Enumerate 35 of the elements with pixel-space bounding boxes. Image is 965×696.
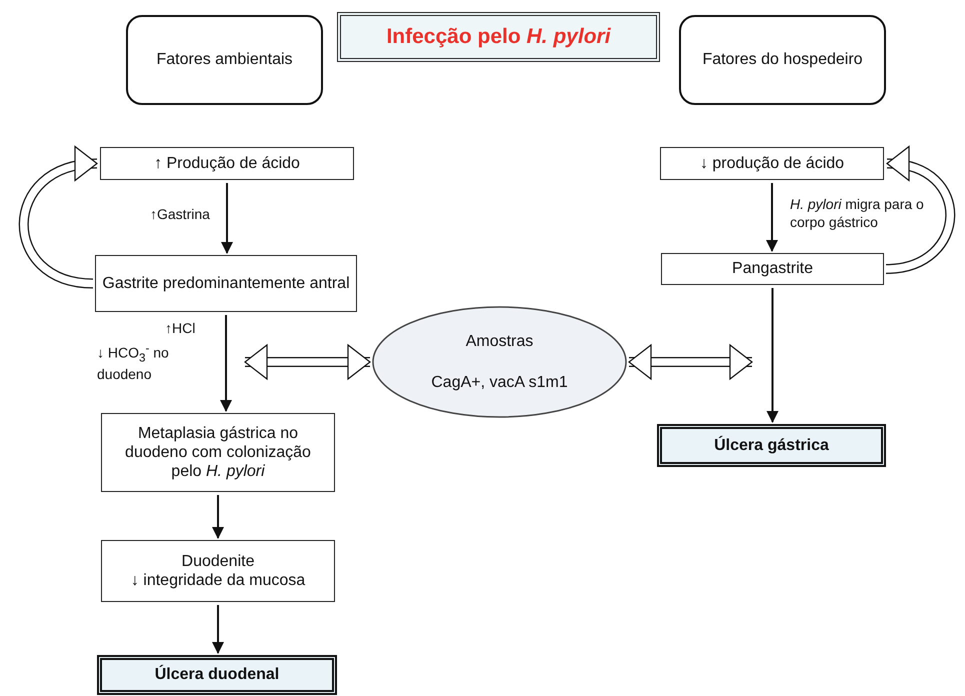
- node-text: Fatores ambientais: [156, 50, 293, 70]
- node-text: Duodenite: [182, 552, 254, 571]
- title: Infecção pelo H. pylori: [386, 25, 611, 49]
- arrow: [766, 288, 778, 423]
- process-box: [101, 413, 335, 492]
- ellipse-node: [372, 306, 627, 418]
- hollow-arrow: [885, 148, 956, 274]
- node-text: Úlcera gástrica: [714, 436, 829, 456]
- arrow: [212, 495, 224, 539]
- process-box: [126, 15, 323, 105]
- hollow-arrow: [244, 344, 371, 380]
- process-box: [100, 147, 354, 180]
- process-box: [95, 255, 357, 312]
- node-text: Úlcera duodenal: [154, 665, 280, 685]
- arrow: [221, 183, 233, 254]
- node-text: ↓ integridade da mucosa: [130, 571, 306, 590]
- arrow: [766, 183, 778, 252]
- node-text: Gastrite predominantemente antral: [102, 274, 350, 294]
- process-box: [101, 540, 335, 602]
- process-box: [660, 147, 884, 180]
- process-box: [679, 15, 886, 105]
- node-text: ↑ Produção de ácido: [154, 154, 300, 174]
- arrow: [220, 315, 232, 412]
- process-box: [661, 253, 884, 285]
- node-text: Amostras: [466, 332, 534, 351]
- outcome-box: [97, 655, 337, 695]
- outcome-box: [657, 424, 886, 467]
- node-text: Metaplasia gástrica no duodeno com colonização pelo H. pylori: [124, 424, 312, 482]
- node-text: Pangastrite: [732, 259, 813, 279]
- node-text: Fatores do hospedeiro: [702, 50, 863, 70]
- hollow-arrow: [18, 148, 98, 288]
- hollow-arrow: [628, 344, 753, 380]
- node-text: ↓ produção de ácido: [700, 154, 844, 174]
- arrow: [212, 605, 224, 654]
- node-text: CagA+, vacA s1m1: [431, 373, 568, 392]
